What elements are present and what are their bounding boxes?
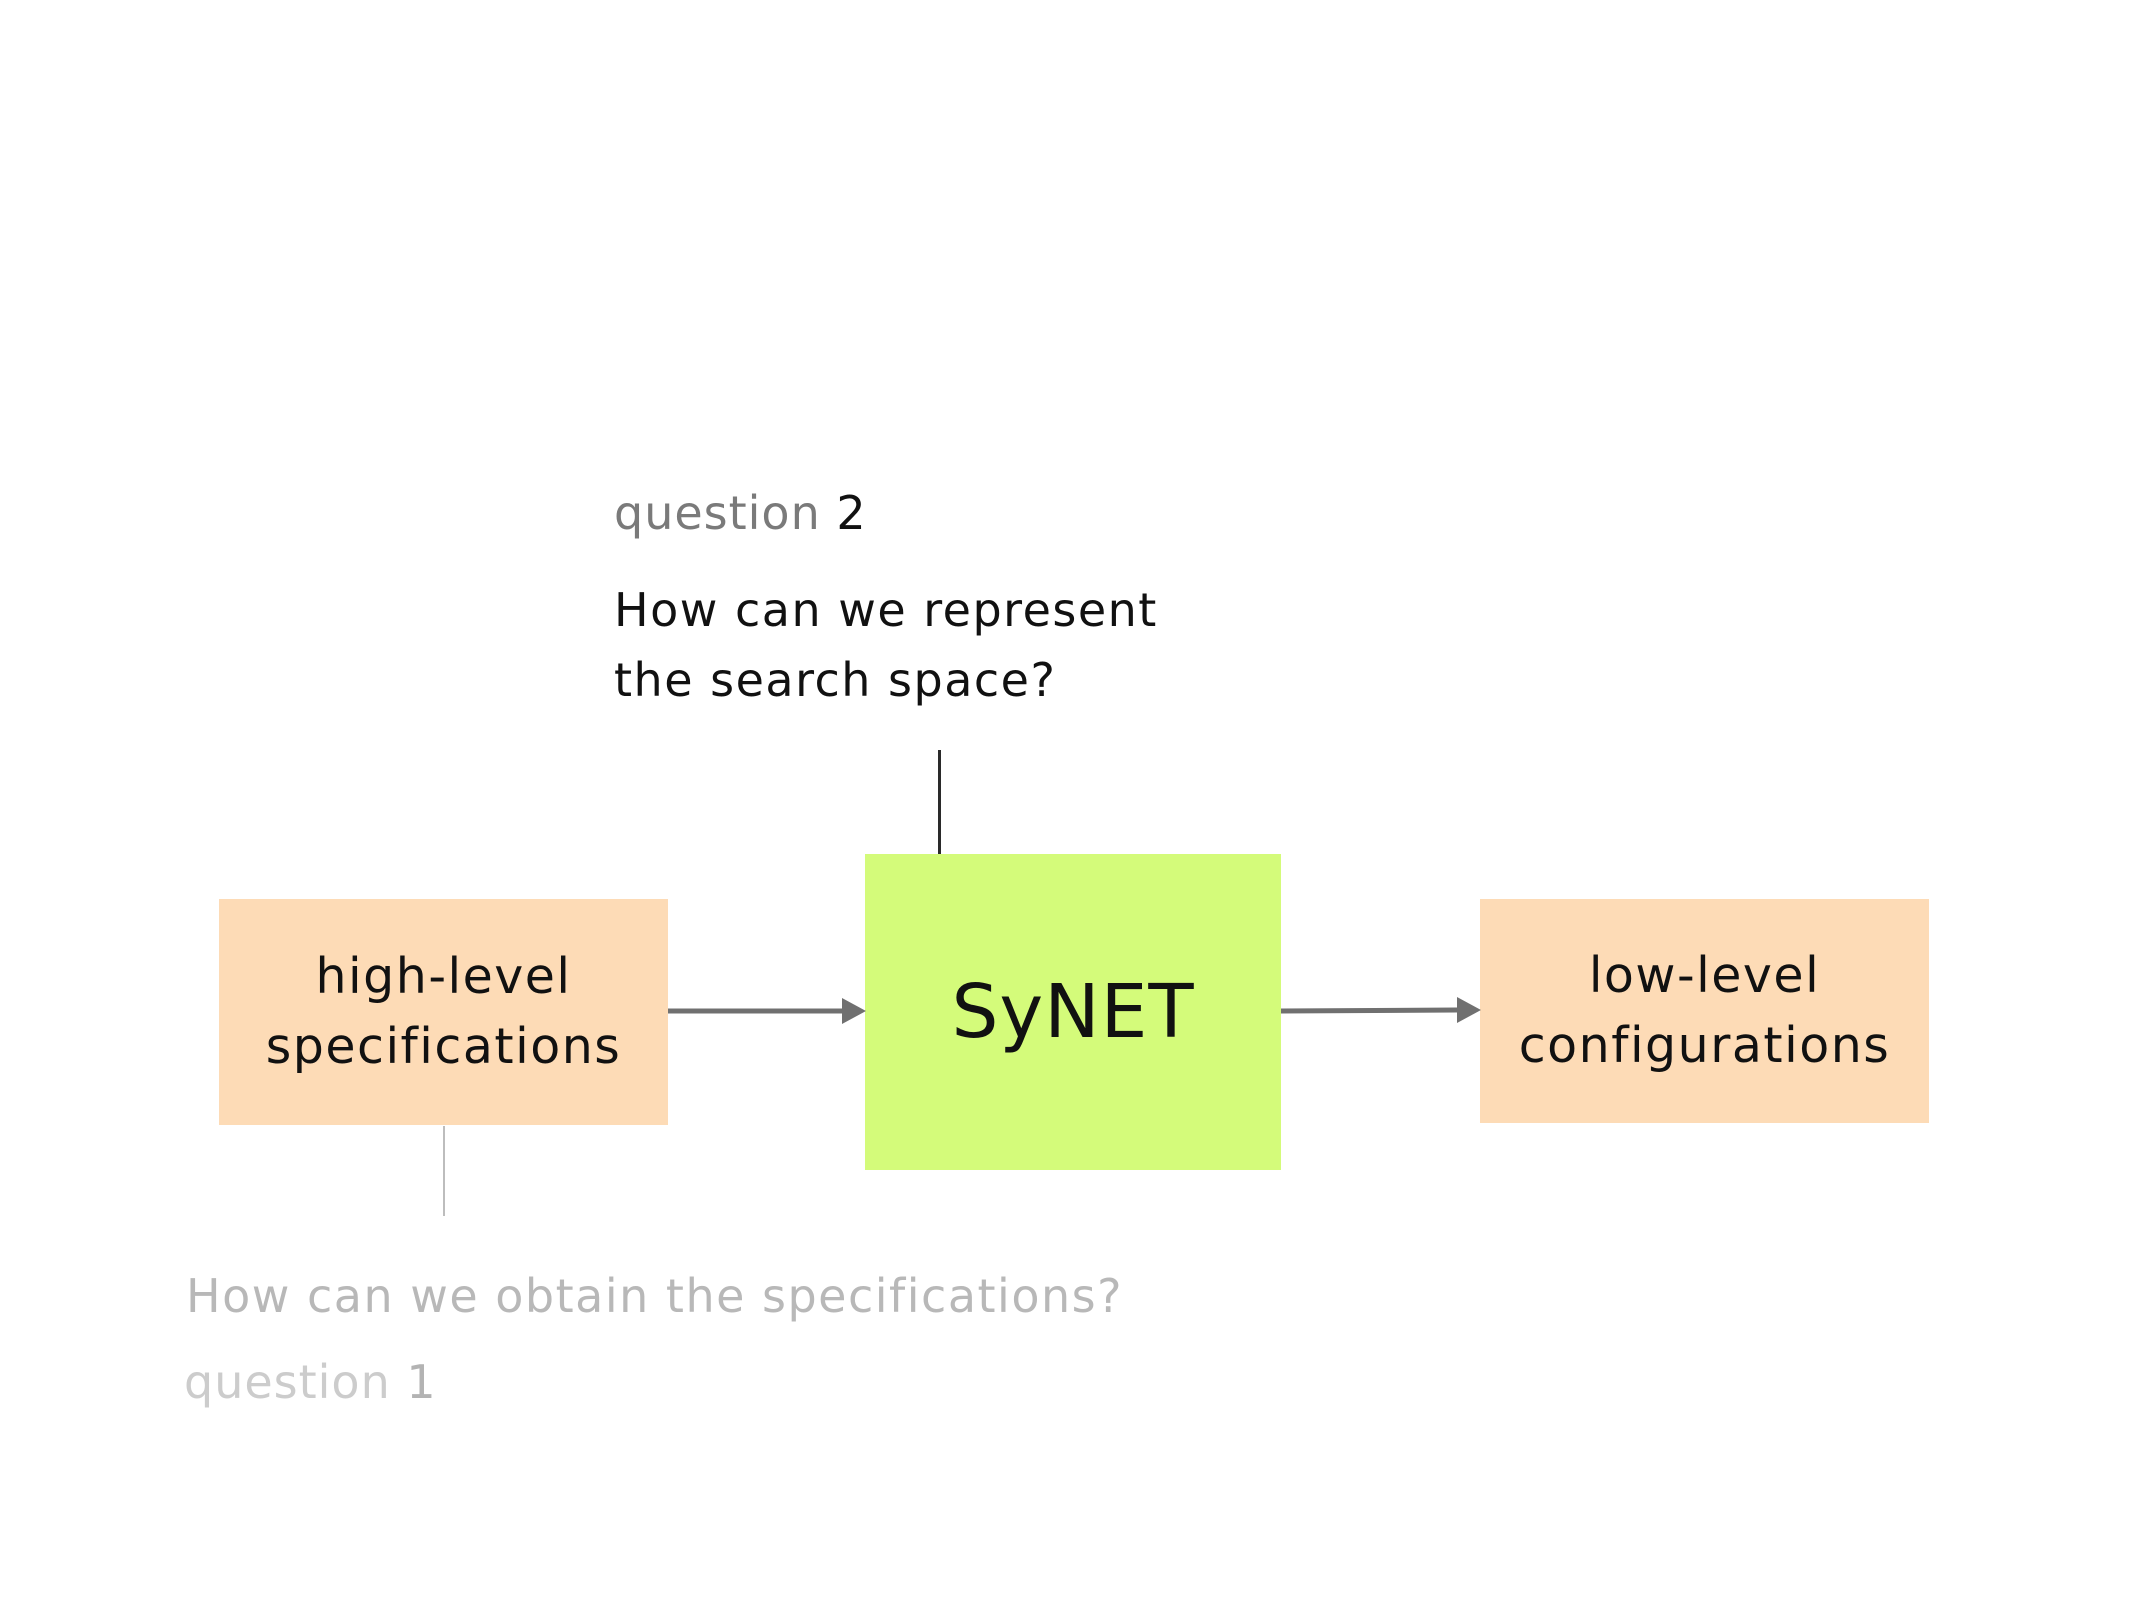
question-2-text: How can we represent the search space? (614, 575, 1158, 715)
question-1-label-number: 1 (406, 1355, 437, 1409)
question-1-text: How can we obtain the specifications? (186, 1269, 1124, 1323)
question-2-label-word: question (614, 486, 821, 540)
synet-box: SyNET (865, 854, 1281, 1170)
question-1-label: question 1 (184, 1354, 437, 1410)
high-level-specifications-box: high-level specifications (219, 899, 668, 1125)
input-to-synet-arrow (668, 998, 866, 1024)
synet-to-output-arrow-line (1280, 1007, 1458, 1014)
low-level-configurations-line-1: low-level (1588, 947, 1821, 1004)
low-level-configurations-line-2: configurations (1518, 1017, 1891, 1074)
question-1-label-word: question (184, 1355, 391, 1409)
synet-label: SyNET (951, 969, 1195, 1055)
question-2-line-2: the search space? (614, 653, 1057, 707)
question-2-line-1: How can we represent (614, 583, 1158, 637)
synet-to-output-arrow-head (1457, 997, 1481, 1023)
question-1-connector (443, 1126, 445, 1216)
question-2-label: question 2 (614, 485, 867, 541)
high-level-specifications-line-2: specifications (265, 1018, 622, 1075)
high-level-specifications-line-1: high-level (315, 948, 572, 1005)
synet-to-output-arrow (1280, 997, 1481, 1023)
question-2-label-number: 2 (836, 486, 867, 540)
low-level-configurations-box: low-level configurations (1480, 899, 1929, 1123)
question-2-connector (938, 750, 941, 854)
input-to-synet-arrow-head (842, 998, 866, 1024)
